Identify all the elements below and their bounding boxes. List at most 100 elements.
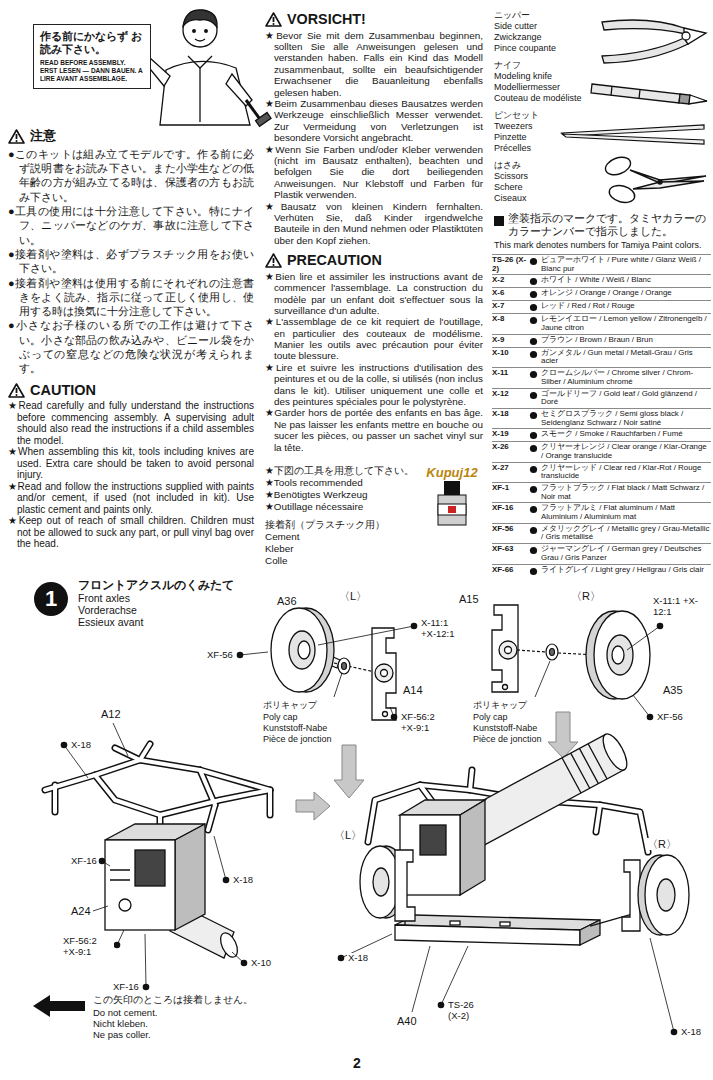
warning-triangle [273, 258, 275, 263]
right-wheel-hub [622, 860, 640, 931]
lower-arm-a40 [395, 912, 632, 945]
step-title: Essieux avant [78, 616, 234, 628]
paint-dot [61, 623, 678, 1036]
note-text: Ne pas coller. [92, 1030, 152, 1041]
mascot-figure [193, 30, 196, 33]
right-wheel-hub [657, 879, 675, 911]
tool-name: ナイフ [494, 60, 582, 71]
knuckle-a15 [505, 647, 512, 654]
paint-dot [530, 445, 537, 452]
cement-label: 接着剤（プラスチック用） [265, 519, 421, 531]
assembly-arrow [296, 792, 330, 820]
tool-name: ニッパー [494, 10, 556, 21]
paint-callout: XF-16 [70, 856, 98, 867]
parts-name: Pièce de jonction [262, 734, 333, 744]
cement-label: Cement [265, 531, 421, 543]
warning-text: ★Bevor Sie mit dem Zusammenbau beginnen,… [265, 30, 483, 98]
warning-heading: CAUTION [8, 381, 254, 400]
warning-triangle [9, 384, 24, 397]
lower-arm-a40 [450, 921, 460, 925]
tools-note: ★下図の工具を用意して下さい。 [265, 465, 421, 477]
leader-line [334, 673, 342, 697]
warning-triangle [16, 394, 18, 396]
paint-code: XF-66 [492, 566, 528, 575]
paint-dot [529, 526, 538, 535]
brake-disc-a35 [612, 646, 624, 664]
part-number: A14 [402, 684, 424, 696]
leader-line [412, 946, 430, 1012]
tools-note: ★Benötigtes Werkzeug [265, 489, 421, 501]
warning-triangle [266, 254, 281, 267]
tool-name: ナイフModeling knifeModelliermesserCouteau … [494, 60, 582, 104]
paint-dot [530, 338, 537, 345]
parts-name: Kunststoff-Nabe [262, 723, 328, 733]
poly-cap [342, 663, 347, 670]
mascot-figure [199, 68, 200, 122]
parts-name: Kunststoff-Nabe [472, 723, 538, 733]
poly-cap [546, 644, 558, 660]
tool-name: ニッパーSide cutterZwickzangePince coupante [494, 10, 556, 54]
text-column: 注意●このキットは組み立てモデルです。作る前に必ず説明書をお読み下さい。また小学… [8, 128, 254, 550]
gearbox [400, 800, 485, 895]
part-number: A12 [100, 708, 122, 720]
scissors-icon [633, 181, 704, 189]
paint-code: X-8 [492, 315, 528, 324]
paint-name: フラットアルミ / Flat aluminum / Matt Aluminium… [541, 504, 711, 521]
cement-bottle [438, 495, 466, 525]
lower-arm-a40 [395, 925, 580, 945]
mascot-figure [195, 39, 205, 41]
cement-label: Colle [265, 555, 421, 567]
front-frame-a12 [45, 744, 270, 836]
paint-callout: X-10 [250, 958, 272, 969]
side-cutter-icon [602, 20, 686, 34]
paint-row: X-26クリヤーオレンジ / Clear orange / Klar-Orang… [492, 441, 711, 461]
paint-dot [143, 984, 150, 991]
paint-code: X-18 [492, 410, 528, 419]
paint-table: TS-26 (X-2)ピュアーホワイト / Pure white / Glanz… [492, 254, 711, 577]
watermark: Kupuj12 [426, 465, 477, 480]
paint-row: XF-16フラットアルミ / Flat aluminum / Matt Alum… [492, 502, 711, 522]
warning-triangle [16, 388, 18, 393]
paint-dot [529, 485, 538, 494]
cement-bottle [438, 504, 466, 515]
tweezers-icon [562, 134, 704, 144]
notice-board: 作る前にかならず お読み下さい。READ BEFORE ASSEMBLY. ER… [33, 24, 151, 89]
paint-name: ゴールドリーフ / Gold leaf / Gold glänzend / Do… [541, 390, 711, 407]
brake-disc-a36 [298, 641, 310, 659]
paint-code: X-6 [492, 289, 528, 298]
paint-name: クリヤーレッド / Clear red / Klar-Rot / Rouge t… [541, 464, 711, 481]
part-number: A36 [276, 595, 298, 607]
paint-name: メタリックグレイ / Metallic grey / Grau-Metallic… [541, 525, 711, 542]
paint-dot [530, 567, 537, 574]
gearbox [460, 800, 485, 895]
mascot-figure [256, 113, 271, 127]
part-number: A35 [662, 684, 684, 696]
paint-row: X-27クリヤーレッド / Clear red / Klar-Rot / Rou… [492, 462, 711, 482]
paint-dot [529, 290, 538, 299]
paint-dot [529, 370, 538, 379]
warning-text: ★L'assemblage de ce kit requiert de l'ou… [265, 316, 483, 362]
note-text: Do not cement. [92, 1008, 158, 1019]
side-cutter-icon [602, 38, 688, 63]
warning-triangle [8, 129, 25, 144]
part-number: A15 [458, 593, 480, 605]
paint-code: X-26 [492, 443, 528, 452]
lower-arm-a40 [500, 922, 510, 926]
paint-dot [530, 432, 537, 439]
lower-arm-a40 [405, 912, 632, 926]
brake-disc-a36 [271, 608, 327, 692]
text-column: VORSICHT!★Bevor Sie mit dem Zusammenbau … [265, 10, 483, 567]
paint-dot [237, 652, 244, 659]
left-wheel-hub [360, 846, 400, 918]
paint-code: XF-63 [492, 545, 528, 554]
paint-dot [657, 623, 664, 630]
left-wheel-hub [395, 850, 415, 921]
paint-dot [529, 444, 538, 453]
modeling-knife-icon [611, 86, 640, 98]
gearbox-a24 [119, 899, 131, 911]
gearbox-a24 [175, 824, 205, 930]
warning-text: ●接着剤や塗料は、必ずプラスチック用をお使い下さい。 [8, 247, 254, 276]
tools-note: ★Outillage nécessaire [265, 501, 421, 513]
warning-heading: 注意 [8, 128, 254, 145]
parts-name: Pièce de jonction [472, 734, 543, 744]
